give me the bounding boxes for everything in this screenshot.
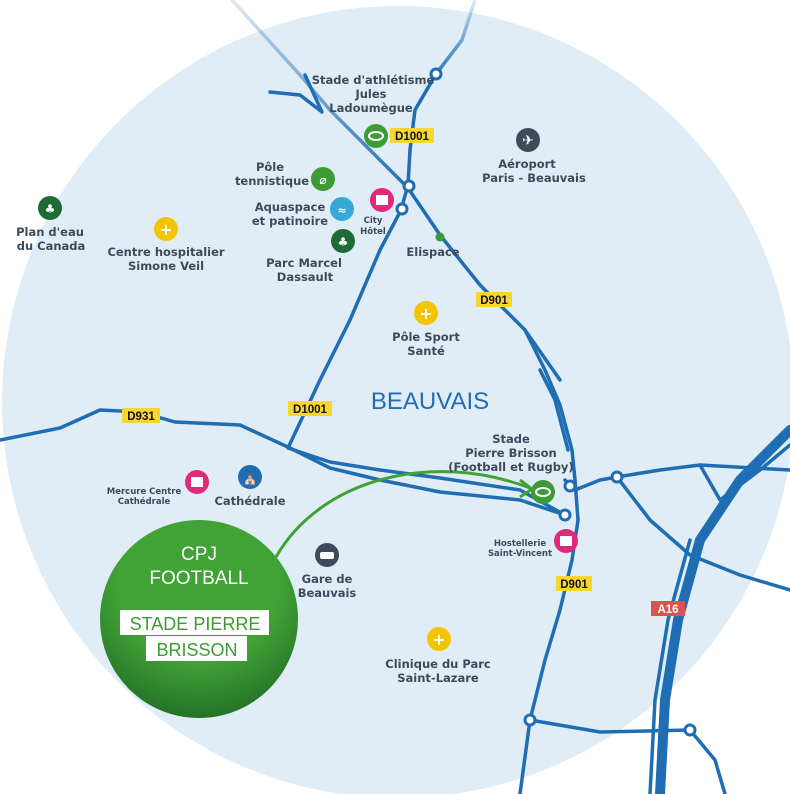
svg-text:du Canada: du Canada <box>17 239 86 253</box>
svg-text:Dassault: Dassault <box>277 270 334 284</box>
svg-text:Ladoumègue: Ladoumègue <box>329 101 413 115</box>
svg-text:Saint-Lazare: Saint-Lazare <box>397 671 479 685</box>
elispace-dot <box>435 232 445 242</box>
svg-text:♣: ♣ <box>338 235 349 249</box>
svg-text:D1001: D1001 <box>293 404 327 416</box>
svg-text:D901: D901 <box>480 295 508 307</box>
svg-text:(Football et Rugby): (Football et Rugby) <box>448 460 573 474</box>
hospital-icon <box>154 217 178 241</box>
city-name: BEAUVAIS <box>371 388 489 415</box>
svg-text:tennistique: tennistique <box>235 174 309 188</box>
road-shield-d1001-mid: D1001 <box>288 401 332 416</box>
svg-text:Aéroport: Aéroport <box>498 157 556 171</box>
park-icon <box>38 196 62 220</box>
svg-text:City: City <box>364 216 383 226</box>
badge-line2: FOOTBALL <box>149 568 248 589</box>
svg-text:Jules: Jules <box>354 87 386 101</box>
svg-text:Parc Marcel: Parc Marcel <box>266 256 342 270</box>
svg-text:Pôle Sport: Pôle Sport <box>392 330 460 344</box>
svg-text:Pierre Brisson: Pierre Brisson <box>465 446 556 460</box>
svg-text:Beauvais: Beauvais <box>298 586 357 600</box>
svg-text:Santé: Santé <box>407 344 445 358</box>
svg-text:+: + <box>159 220 172 239</box>
svg-text:Stade: Stade <box>492 432 530 446</box>
svg-text:D1001: D1001 <box>395 131 429 143</box>
svg-text:Saint-Vincent: Saint-Vincent <box>488 549 552 559</box>
hospital-icon <box>414 301 438 325</box>
swimming-icon <box>330 197 354 221</box>
svg-text:Hostellerie: Hostellerie <box>494 539 547 549</box>
svg-text:Hôtel: Hôtel <box>360 226 386 237</box>
svg-text:Clinique du Parc: Clinique du Parc <box>385 657 491 671</box>
svg-text:D901: D901 <box>560 579 588 591</box>
svg-text:⛪: ⛪ <box>243 470 258 485</box>
badge-venue-line2: BRISSON <box>156 640 237 660</box>
svg-text:Mercure Centre: Mercure Centre <box>107 487 182 497</box>
svg-text:Plan d'eau: Plan d'eau <box>16 225 84 239</box>
hospital-icon <box>427 627 451 651</box>
svg-text:Paris - Beauvais: Paris - Beauvais <box>482 171 586 185</box>
svg-text:+: + <box>432 630 445 649</box>
svg-text:Centre hospitalier: Centre hospitalier <box>107 245 224 259</box>
svg-text:Cathédrale: Cathédrale <box>118 496 171 507</box>
label-cathedrale: Cathédrale <box>214 494 285 508</box>
svg-text:Gare de: Gare de <box>302 572 353 586</box>
svg-text:♣: ♣ <box>45 202 56 216</box>
airplane-icon <box>516 128 540 152</box>
svg-text:A16: A16 <box>657 604 678 616</box>
road-shield-d1001-top: D1001 <box>390 128 434 143</box>
route-arrow <box>274 470 531 558</box>
road-shield-a16: A16 <box>651 601 685 616</box>
road-shield-d901-bottom: D901 <box>556 576 592 591</box>
tennis-icon <box>311 167 335 191</box>
svg-text:✈: ✈ <box>522 133 534 149</box>
badge-line1: CPJ <box>181 544 217 565</box>
svg-text:Aquaspace: Aquaspace <box>255 200 326 214</box>
club-badge: CPJ FOOTBALL STADE PIERRE BRISSON <box>100 520 298 718</box>
badge-venue-line1: STADE PIERRE <box>130 614 261 634</box>
svg-text:⌀: ⌀ <box>319 173 326 187</box>
stadium-icon <box>364 124 388 148</box>
svg-text:et patinoire: et patinoire <box>252 214 328 228</box>
road-shield-d931: D931 <box>122 408 160 423</box>
junctions <box>395 67 697 737</box>
park-icon <box>331 229 355 253</box>
svg-text:Pôle: Pôle <box>256 160 284 174</box>
svg-text:Simone Veil: Simone Veil <box>128 259 204 273</box>
stadium-icon <box>531 480 555 504</box>
svg-text:≈: ≈ <box>337 204 346 217</box>
svg-text:Stade d'athlétisme: Stade d'athlétisme <box>312 73 435 87</box>
svg-text:+: + <box>419 304 432 323</box>
road-shield-d901-top: D901 <box>476 292 512 307</box>
label-elispace: Elispace <box>406 245 459 259</box>
cathedral-icon <box>238 465 262 489</box>
svg-text:D931: D931 <box>127 411 155 423</box>
